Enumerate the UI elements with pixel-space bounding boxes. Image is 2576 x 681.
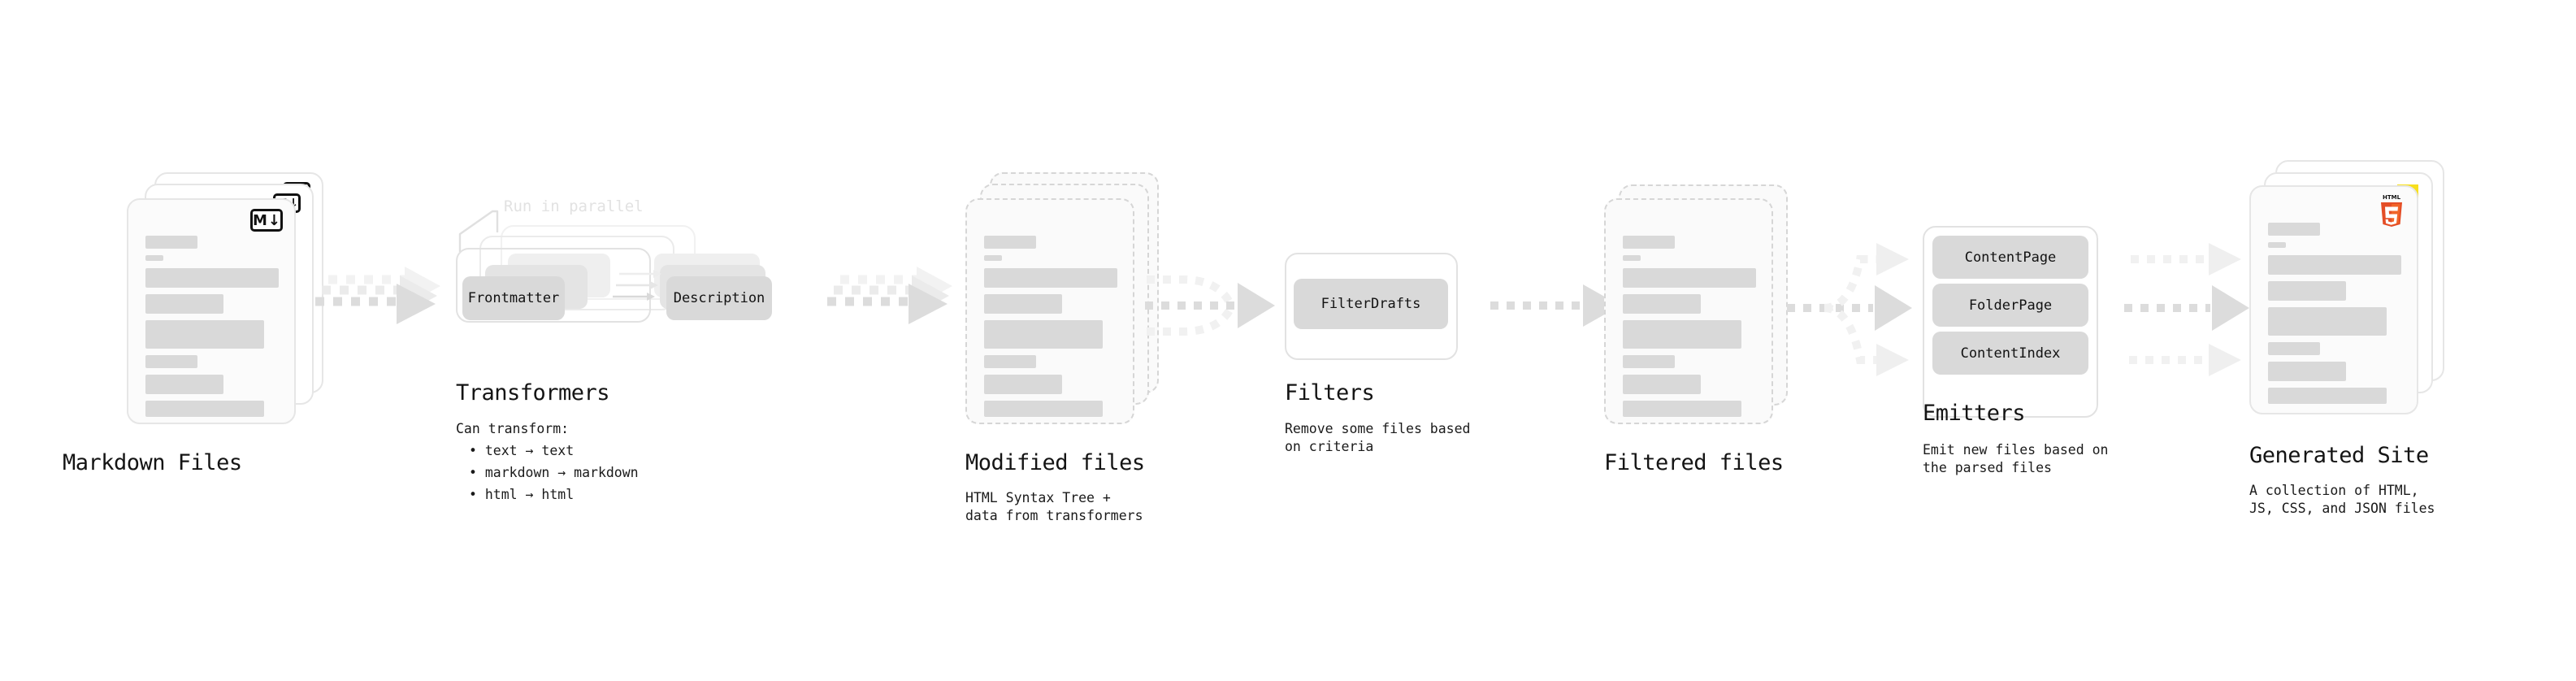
markdown-card-front[interactable]: M↓ [127,198,296,424]
skeleton-line [1623,320,1741,349]
transformers-bullet-1: • markdown → markdown [469,465,639,480]
skeleton-line [984,294,1062,314]
skeleton-line [2268,362,2346,381]
stage-title-filters: Filters [1285,380,1375,406]
connector-filters-to-filtered [1490,284,1620,327]
emitter-node-label: ContentIndex [1960,345,2061,362]
svg-text:HTML: HTML [2383,194,2401,201]
stage-title-markdown-files: Markdown Files [63,450,242,475]
skeleton-line [1623,355,1675,368]
connector-modified-to-filters [1145,275,1275,336]
skeleton-line [984,255,1002,261]
transformers-bullet-0: • text → text [469,443,575,458]
transformer-inner-arrows [613,270,661,301]
skeleton-line [2268,388,2387,404]
skeleton-line [145,268,279,288]
skeleton-line [145,320,264,349]
skeleton-line [145,355,197,368]
transformer-node-frontmatter[interactable]: Frontmatter [462,276,565,320]
skeleton-line [2268,223,2320,236]
skeleton-line [984,320,1103,349]
skeleton-line [145,255,163,261]
generated-site-subtitle: A collection of HTML, JS, CSS, and JSON … [2249,483,2435,516]
skeleton-line [1623,401,1741,417]
emitters-subtitle: Emit new files based on the parsed files [1923,442,2109,475]
skeleton-line [984,375,1062,394]
skeleton-line [2268,342,2320,355]
filter-node-filterdrafts[interactable]: FilterDrafts [1294,279,1448,329]
filter-node-label: FilterDrafts [1321,296,1421,312]
skeleton-line [1623,268,1756,288]
site-card-front[interactable]: HTML [2249,185,2418,414]
markdown-logo-arrow: ↓ [267,211,281,229]
skeleton-line [145,401,264,417]
stage-title-transformers: Transformers [456,380,610,406]
connector-md-to-transformers [315,267,440,324]
emitter-node-folderpage[interactable]: FolderPage [1932,284,2088,327]
transformer-node-label: Frontmatter [467,290,560,306]
transformer-node-description[interactable]: Description [666,276,772,320]
skeleton-line [1623,375,1701,394]
skeleton-line [984,236,1036,249]
modified-files-subtitle: HTML Syntax Tree + data from transformer… [965,490,1143,523]
skeleton-line [984,355,1036,368]
run-in-parallel-bracket [458,210,499,252]
html5-logo-icon: HTML [2381,194,2402,227]
skeleton-line [984,401,1103,417]
skeleton-line [2268,242,2286,248]
emitter-node-contentpage[interactable]: ContentPage [1932,236,2088,279]
transformers-subtitle: Can transform: [456,421,570,436]
skeleton-line [2268,255,2401,275]
skeleton-line [2268,281,2346,301]
connector-transformers-to-modified [827,267,952,324]
skeleton-line [1623,255,1641,261]
stage-title-emitters: Emitters [1923,401,2026,426]
skeleton-line [1623,294,1701,314]
skeleton-line [984,268,1117,288]
filtered-card-front[interactable] [1604,198,1773,424]
markdown-logo-icon: M↓ [250,209,283,232]
filters-subtitle: Remove some files based on criteria [1285,421,1471,454]
filters-group-box [1285,253,1458,360]
skeleton-line [1623,236,1675,249]
stage-title-generated-site: Generated Site [2249,443,2429,468]
connector-filtered-to-emitters [1787,243,1912,376]
skeleton-line [145,294,223,314]
emitter-node-contentindex[interactable]: ContentIndex [1932,332,2088,375]
modified-card-front[interactable] [965,198,1134,424]
transformers-bullet-2: • html → html [469,487,575,502]
emitter-node-label: ContentPage [1964,249,2057,266]
run-in-parallel-label: Run in parallel [504,197,644,215]
skeleton-line [145,375,223,394]
transformer-node-label: Description [673,290,765,306]
connector-emitters-to-site [2124,243,2249,376]
skeleton-line [145,236,197,249]
emitter-node-label: FolderPage [1968,297,2053,314]
markdown-logo-m: M [253,211,267,229]
stage-title-filtered-files: Filtered files [1604,450,1784,475]
skeleton-line [2268,307,2387,336]
emitters-group-box [1923,226,2098,418]
stage-title-modified-files: Modified files [965,450,1145,475]
